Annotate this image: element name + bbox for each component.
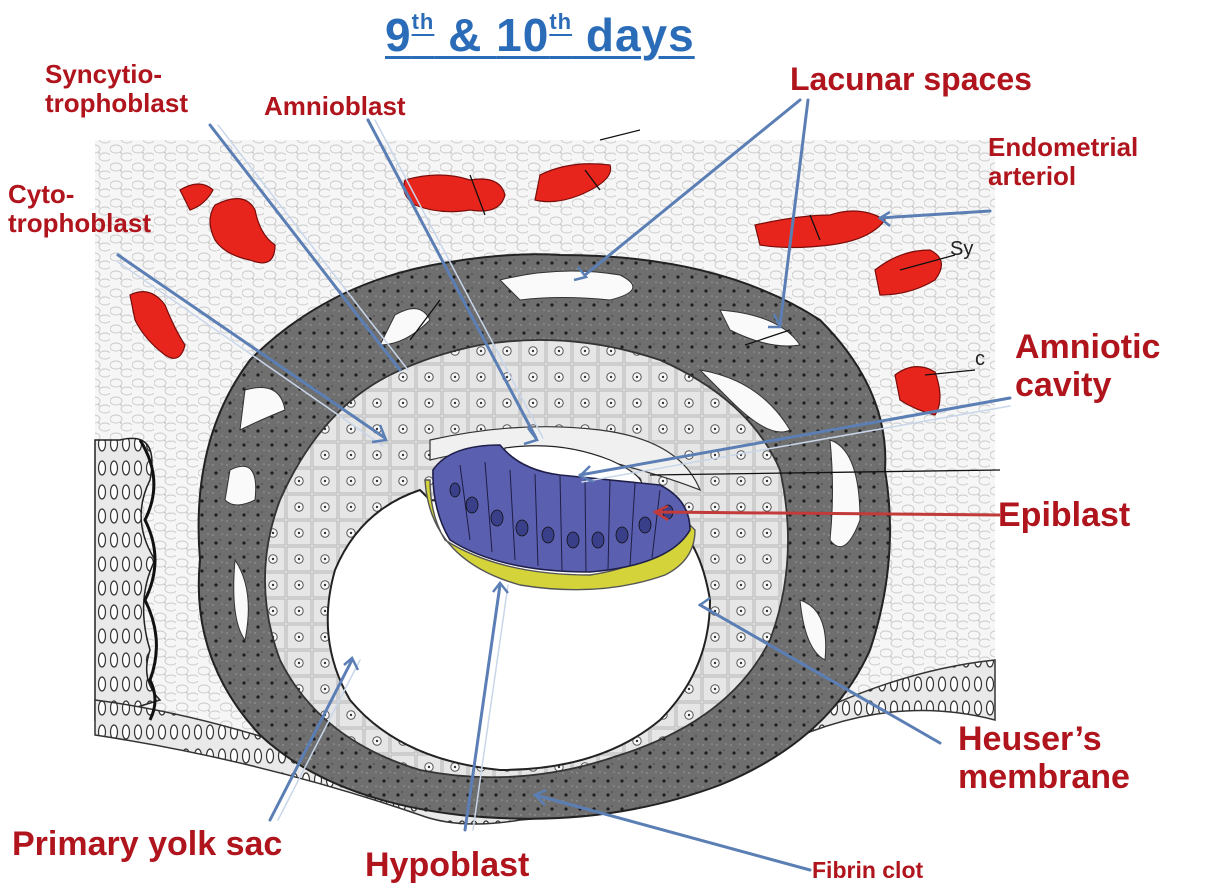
title-days: days xyxy=(572,9,695,61)
title-num-2: 10 xyxy=(496,9,549,61)
title-sup-1: th xyxy=(412,9,435,34)
label-amniotic-cavity: Amniotic cavity xyxy=(1015,328,1160,404)
label-cyto-line2: trophoblast xyxy=(8,209,151,238)
title-sup-2: th xyxy=(549,9,572,34)
label-endometrial-arteriol: Endometrial arteriol xyxy=(988,133,1138,191)
partial-label-c: c xyxy=(975,348,985,370)
diagram-title: 9th & 10th days xyxy=(385,8,785,68)
label-syncytio-line2: trophoblast xyxy=(45,89,188,118)
partial-label-sy: Sy xyxy=(950,238,973,260)
title-num-1: 9 xyxy=(385,9,412,61)
label-syncytio-line1: Syncytio- xyxy=(45,60,188,89)
title-amp: & xyxy=(434,9,496,61)
label-endometrial-line2: arteriol xyxy=(988,162,1138,191)
label-heusers-line1: Heuser’s xyxy=(958,720,1130,758)
label-lacunar-spaces: Lacunar spaces xyxy=(790,62,1032,98)
label-amnioblast: Amnioblast xyxy=(264,92,406,121)
vessel xyxy=(404,175,505,212)
label-fibrin-clot: Fibrin clot xyxy=(812,858,923,884)
label-syncytiotrophoblast: Syncytio- trophoblast xyxy=(45,60,188,118)
label-cyto-line1: Cyto- xyxy=(8,180,151,209)
label-heusers-membrane: Heuser’s membrane xyxy=(958,720,1130,796)
fibrin-arrow xyxy=(535,795,810,870)
label-amniotic-line2: cavity xyxy=(1015,366,1160,404)
label-cytotrophoblast: Cyto- trophoblast xyxy=(8,180,151,238)
label-heusers-line2: membrane xyxy=(958,758,1130,796)
label-endometrial-line1: Endometrial xyxy=(988,133,1138,162)
label-primary-yolk-sac: Primary yolk sac xyxy=(12,825,282,863)
label-hypoblast: Hypoblast xyxy=(365,846,529,884)
label-amniotic-line1: Amniotic xyxy=(1015,328,1160,366)
label-epiblast: Epiblast xyxy=(998,496,1130,534)
